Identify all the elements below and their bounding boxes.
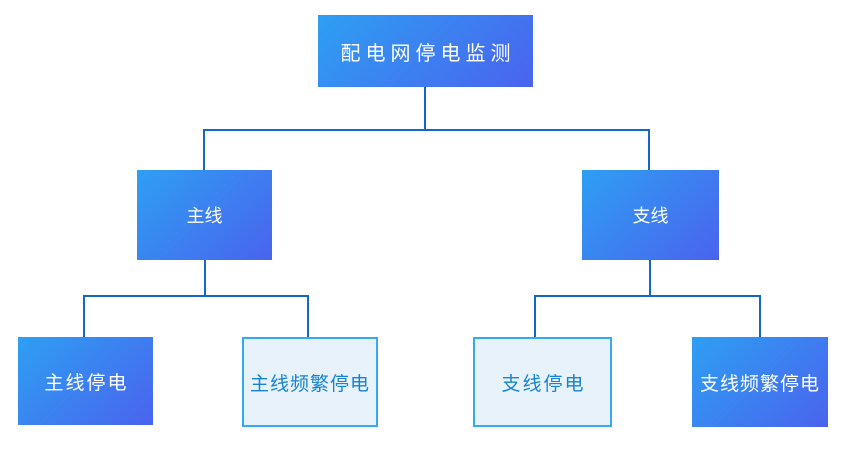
connector-main-frequent-up (307, 295, 309, 337)
node-main-line[interactable]: 主线 (137, 170, 272, 260)
connector-branch-frequent-up (759, 295, 761, 337)
connector-main-children-horizontal (83, 295, 309, 297)
node-branch-line-frequent-outage-label: 支线频繁停电 (699, 372, 820, 395)
node-root[interactable]: 配电网停电监测 (318, 15, 533, 87)
connector-main-down (204, 260, 206, 297)
connector-branch-down (649, 259, 651, 297)
node-main-line-outage-label: 主线停电 (44, 371, 129, 394)
connector-branch-children-horizontal (534, 295, 761, 297)
node-root-label: 配电网停电监测 (340, 40, 516, 65)
connector-branch-up (648, 129, 650, 170)
node-branch-line[interactable]: 支线 (582, 170, 719, 260)
node-branch-line-label: 支线 (632, 206, 669, 227)
node-branch-line-outage-label: 支线停电 (501, 372, 586, 395)
connector-branch-outage-up (534, 295, 536, 337)
node-main-line-label: 主线 (186, 206, 223, 227)
connector-root-down (424, 87, 426, 131)
node-branch-line-outage[interactable]: 支线停电 (473, 337, 612, 427)
node-main-line-frequent-outage-label: 主线频繁停电 (249, 372, 370, 395)
node-main-line-outage[interactable]: 主线停电 (18, 337, 153, 425)
node-main-line-frequent-outage[interactable]: 主线频繁停电 (242, 337, 378, 427)
connector-level1-horizontal (203, 129, 650, 131)
connector-main-up (203, 129, 205, 170)
node-branch-line-frequent-outage[interactable]: 支线频繁停电 (692, 337, 828, 427)
connector-main-outage-up (83, 295, 85, 337)
